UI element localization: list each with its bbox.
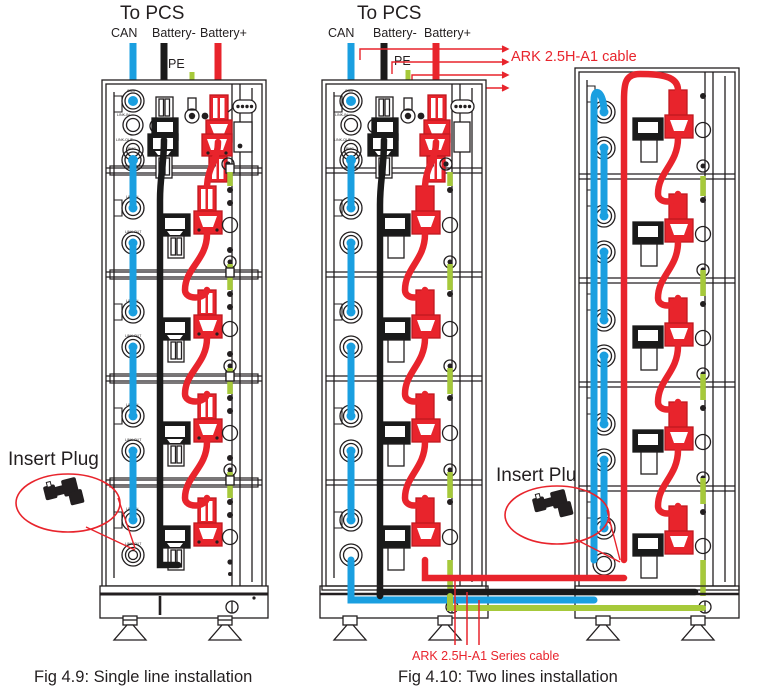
bms-link-in-port-fig1 [122, 114, 144, 136]
can-terminal-label-fig2: CAN [328, 26, 355, 40]
battery-positive-cables-left-fig2 [401, 138, 440, 509]
insert-plug-label-fig1: Insert Plug [8, 449, 99, 470]
rack-foot [680, 615, 716, 641]
battery-module [339, 185, 459, 269]
to-pcs-label-fig1: To PCS [120, 3, 185, 24]
ark-series-cable-label: ARK 2.5H-A1 Series cable [412, 649, 560, 663]
bms-can-port-fig1 [121, 89, 145, 113]
battery-pos-terminal-label-fig1: Battery+ [200, 26, 247, 40]
insert-plug-callout-fig2 [504, 485, 621, 563]
battery-module [592, 193, 712, 277]
battery-module [339, 393, 459, 477]
svg-text:CAN: CAN [345, 89, 353, 93]
rack-base-fig1 [99, 585, 269, 641]
can-terminal-label-fig1: CAN [111, 26, 138, 40]
bms-pe-stud-fig1 [184, 97, 209, 124]
fig2-drawing: CAN LINK-IN LINK-OUT [319, 43, 740, 645]
plug-connector-icon [43, 477, 85, 506]
svg-text:CAN: CAN [127, 89, 135, 93]
rack-foot [332, 615, 368, 641]
figure-caption-fig2: Fig 4.10: Two lines installation [398, 668, 618, 686]
ark-series-leader-lines [454, 578, 480, 645]
insert-plug-label-fig2: Insert Plug [496, 465, 587, 486]
battery-module [339, 289, 459, 373]
battery-negative-bus-fig1 [156, 136, 182, 569]
figure-single-line-installation: To PCS CAN Battery- Battery+ PE Insert P… [0, 0, 300, 686]
rack-left-fig2: CAN LINK-IN LINK-OUT [319, 79, 489, 641]
svg-text:LINK-OUT: LINK-OUT [116, 138, 134, 142]
svg-text:LINK-IN: LINK-IN [117, 113, 130, 117]
svg-text:LINK-IN: LINK-IN [335, 113, 348, 117]
insert-plug-callout-fig1 [15, 473, 136, 551]
pe-label-fig1: PE [168, 57, 185, 71]
svg-text:LINK-OUT: LINK-OUT [125, 334, 142, 338]
svg-text:LINK-OUT: LINK-OUT [334, 138, 352, 142]
battery-pos-terminal-label-fig2: Battery+ [424, 26, 471, 40]
pe-jumpers-fig1 [225, 163, 235, 498]
battery-positive-cables-right-fig2 [620, 70, 682, 564]
svg-text:LINK-OUT: LINK-OUT [125, 230, 142, 234]
battery-module [592, 89, 712, 173]
series-interconnect-cables [347, 556, 706, 611]
can-link-cables-right-fig2 [590, 88, 608, 564]
rack-foot [585, 615, 621, 641]
rack-foot [207, 615, 243, 641]
ark-cable-label: ARK 2.5H-A1 cable [511, 49, 637, 65]
battery-negative-bus-left-fig2 [376, 136, 388, 600]
pe-label-fig2: PE [394, 54, 411, 68]
svg-text:LINK-OUT: LINK-OUT [125, 438, 142, 442]
to-pcs-label-fig2: To PCS [357, 3, 422, 24]
svg-text:BMS: BMS [128, 147, 136, 151]
battery-neg-terminal-label-fig2: Battery- [373, 26, 417, 40]
battery-neg-terminal-label-fig1: Battery- [152, 26, 196, 40]
battery-modules-left-fig2 [339, 185, 459, 577]
battery-positive-cables-fig1 [181, 138, 222, 509]
fig1-drawing: CAN LINK-IN LINK-OUT [15, 43, 269, 641]
rack-right-fig2 [574, 67, 740, 641]
figure-caption-fig1: Fig 4.9: Single line installation [34, 668, 253, 686]
plug-connector-icon [532, 489, 574, 518]
rack-foot [427, 615, 463, 641]
rack-foot [112, 615, 148, 641]
bms-led-indicator-fig1 [227, 99, 257, 114]
battery-module [592, 505, 712, 579]
figure-two-lines-installation: To PCS CAN Battery- Battery+ PE ARK 2.5H… [319, 0, 770, 686]
svg-text:BMS: BMS [346, 147, 354, 151]
